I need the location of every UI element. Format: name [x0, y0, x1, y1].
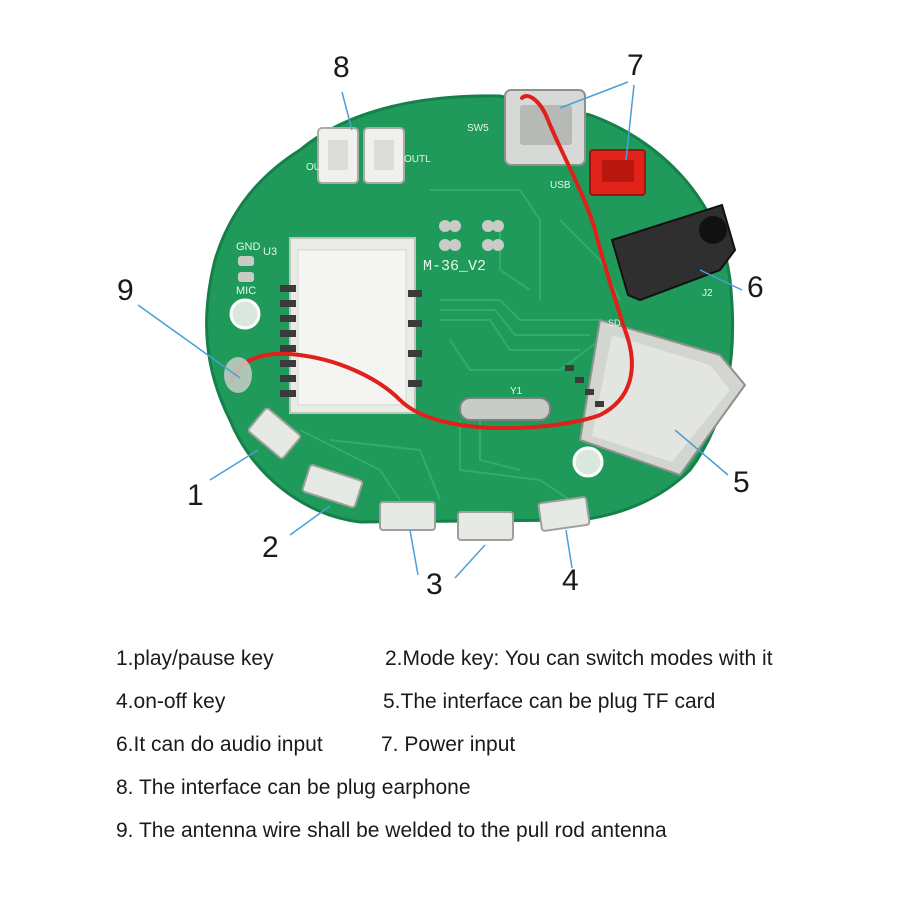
leader-1 [209, 449, 259, 481]
legend-item-8: 8. The interface can be plug earphone [116, 776, 471, 799]
silkscreen-j2: J2 [702, 288, 713, 299]
silkscreen-model: M-36_V2 [423, 258, 486, 275]
silkscreen-gnd: GND [236, 241, 261, 253]
leader-8 [341, 91, 353, 131]
legend-item-2: 2.Mode key: You can switch modes with it [385, 647, 773, 670]
legend-item-9: 9. The antenna wire shall be welded to t… [116, 819, 667, 842]
leader-9 [137, 304, 241, 379]
silkscreen-y1: Y1 [510, 386, 523, 397]
mounting-hole [572, 446, 604, 478]
key-3-left [379, 501, 436, 531]
module-shield [297, 249, 407, 406]
callout-3: 3 [426, 568, 443, 601]
callout-5: 5 [733, 466, 750, 499]
key-on-off [537, 496, 591, 532]
silkscreen-sd: SD1 [608, 318, 626, 328]
pcb-board-illustration: M-36_V2 GND U3 MIC SW5 OUTL OU USB J2 Y1… [137, 81, 747, 579]
leader-5 [674, 429, 729, 476]
callout-7: 7 [627, 49, 644, 82]
callout-8: 8 [333, 51, 350, 84]
ic-pads [439, 220, 504, 251]
leader-7b [625, 84, 635, 161]
legend-item-5: 5.The interface can be plug TF card [383, 690, 716, 713]
leader-lines [137, 81, 743, 579]
key-buttons [247, 407, 591, 541]
key-play-pause [247, 407, 302, 460]
tf-card-pins [565, 365, 604, 407]
callout-6: 6 [747, 271, 764, 304]
legend-item-1: 1.play/pause key [116, 647, 274, 670]
callout-9: 9 [117, 274, 134, 307]
mounting-hole [229, 298, 261, 330]
leader-2 [289, 505, 331, 536]
key-mode [301, 464, 364, 509]
antenna-wire [230, 94, 634, 431]
leader-3b [454, 544, 486, 579]
crystal-oscillator [459, 397, 551, 421]
key-3-right [457, 511, 514, 541]
silkscreen-out: OU [306, 162, 321, 173]
silkscreen-outl: OUTL [404, 154, 431, 165]
antenna-solder-blob [224, 357, 252, 393]
leader-4 [565, 529, 573, 569]
silkscreen-usb: USB [550, 180, 571, 191]
silkscreen-mic: MIC [236, 285, 256, 297]
callout-1: 1 [187, 479, 204, 512]
leader-7 [559, 81, 629, 109]
callout-4: 4 [562, 564, 579, 597]
silkscreen-u3: U3 [263, 246, 277, 258]
legend-item-6: 6.It can do audio input [116, 733, 323, 756]
silkscreen-sw5: SW5 [467, 123, 489, 134]
legend-item-4: 4.on-off key [116, 690, 226, 713]
leader-3a [409, 529, 419, 576]
leader-6 [699, 269, 743, 291]
module-pads [280, 285, 422, 397]
legend-item-7: 7. Power input [381, 733, 516, 756]
callout-2: 2 [262, 531, 279, 564]
